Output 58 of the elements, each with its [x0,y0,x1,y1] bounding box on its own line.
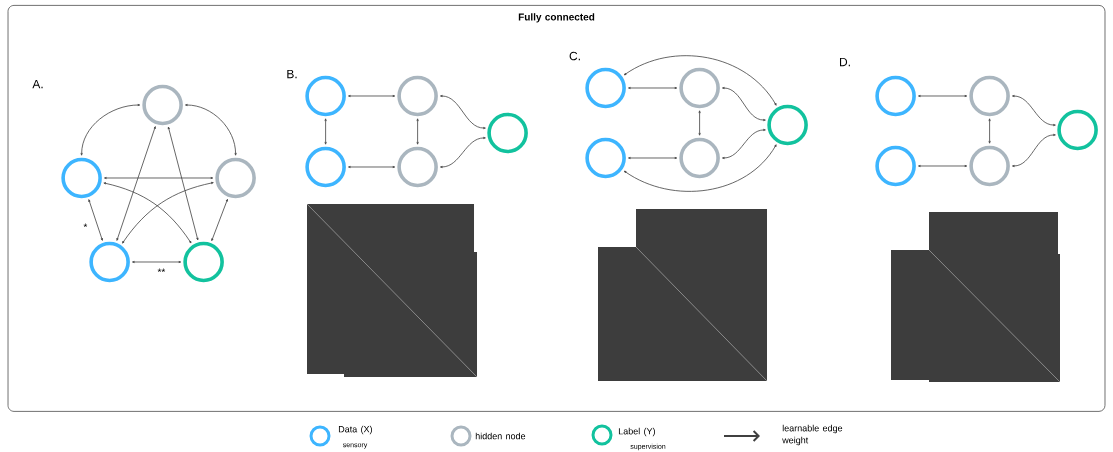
arrow [722,128,766,160]
node-circle [397,75,438,117]
node-circle [183,241,224,283]
node-circle [679,67,720,109]
marker-text: ** [157,268,166,273]
node-circle [969,145,1010,187]
arrow [132,260,182,264]
arrow [1012,94,1056,127]
arrow [440,136,486,169]
marker-text: * [83,223,88,228]
arrow [628,86,678,90]
arrow [623,55,777,106]
legend-text: learnable edge weight [782,424,843,446]
node-circle [142,84,183,126]
arrow [628,156,678,160]
node-circle [767,104,808,146]
node-circle [397,146,438,188]
arrow [416,118,419,145]
legend-text: Label (Y) [618,427,655,437]
node-circle [305,146,346,188]
arrow [988,118,991,144]
panel-letter: A. [32,79,43,89]
arrow [80,103,141,156]
arrow [88,199,103,241]
arrow [122,181,214,244]
legend-text: hidden node [475,432,526,440]
node-circle [215,157,256,199]
node-circle [585,67,626,109]
arrow [324,118,327,145]
node-circle [875,75,916,117]
panel-letter: C. [569,51,580,61]
node-circle [305,75,346,117]
node-circle [61,157,102,199]
arrow [722,86,766,122]
arrow [698,110,701,136]
arrow [104,176,214,180]
arrow [918,94,968,98]
legend-text: Data (X) [338,425,372,435]
node-circle [89,241,130,283]
arrow [623,144,777,192]
arrow [440,94,486,130]
arrow [167,126,199,241]
node-circle [585,137,626,179]
panel-letter: D. [840,57,850,67]
node-circle [969,75,1010,117]
panel-letter: B. [287,69,297,79]
arrow [918,164,968,168]
node-circle [875,145,916,187]
arrow [348,165,396,169]
arrow [116,126,156,241]
arrow [185,103,237,156]
arrow [348,94,396,98]
node-circle [487,112,528,154]
arrow [103,182,192,244]
arrow [1012,133,1056,168]
node-circle [679,137,720,179]
arrow [211,198,228,242]
node-circle [1057,109,1098,151]
